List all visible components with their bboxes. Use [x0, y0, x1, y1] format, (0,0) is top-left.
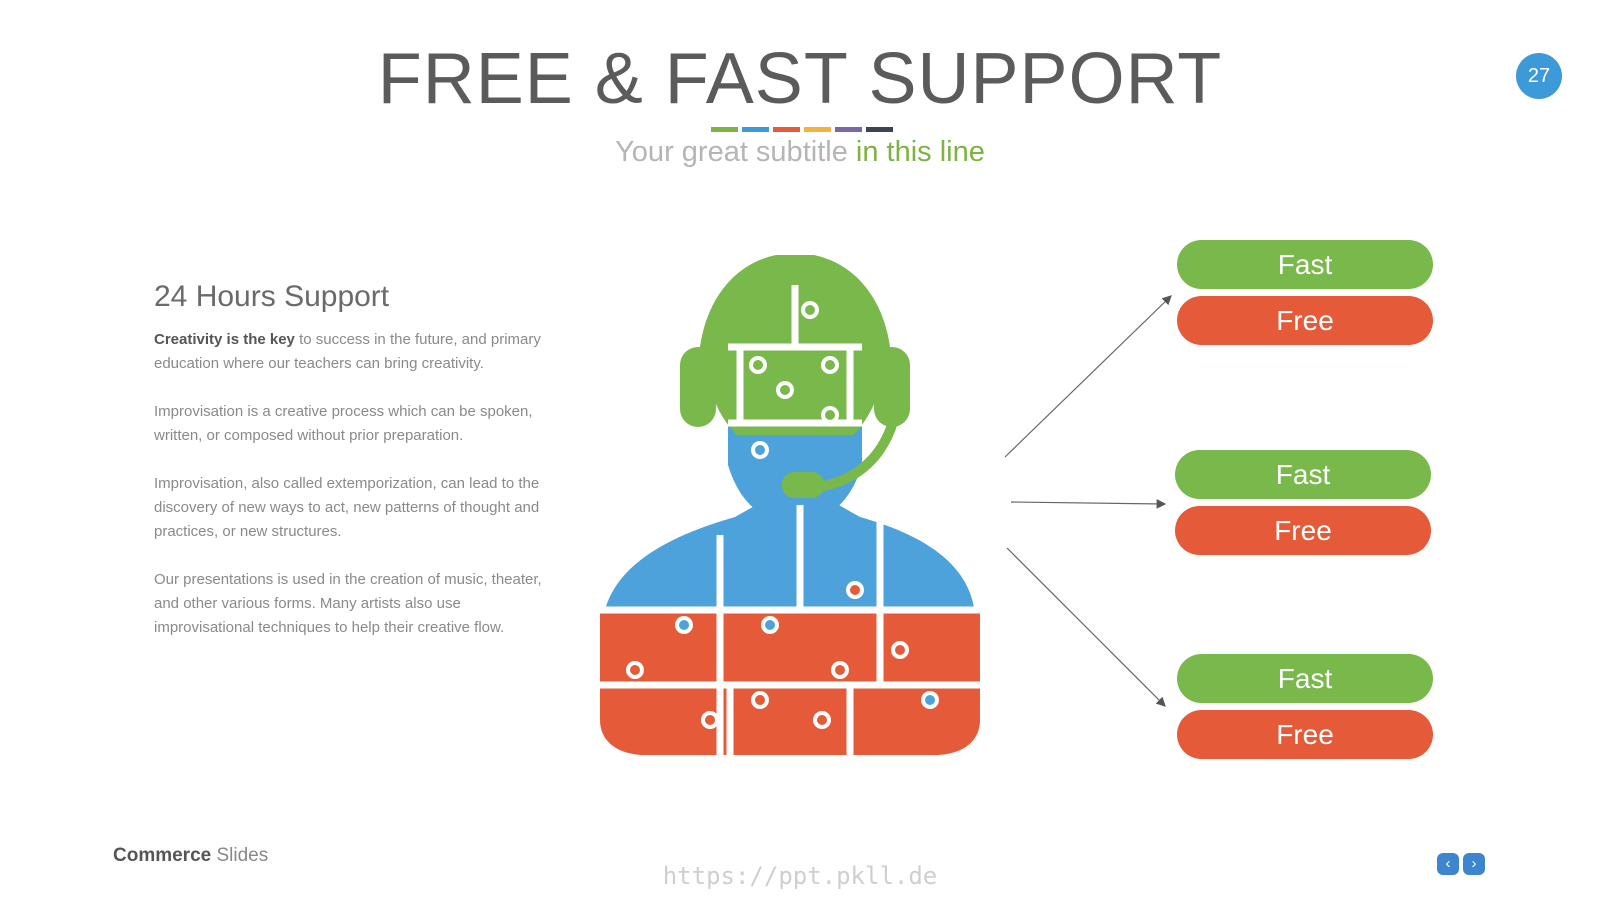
page-number-badge: 27	[1516, 53, 1562, 99]
connector-arrows	[1004, 295, 1172, 707]
arrow-up	[1004, 295, 1172, 458]
section-heading: 24 Hours Support	[154, 280, 390, 313]
colorbar-segment	[742, 127, 769, 132]
chevron-right-icon: ›	[1471, 855, 1477, 872]
watermark-url: https://ppt.pkll.de	[662, 862, 938, 890]
paragraph-3: Improvisation, also called extemporizati…	[154, 475, 540, 540]
colorbar-segment	[804, 127, 831, 132]
brand-bold: Commerce	[113, 845, 212, 866]
option-1-fast: Fast	[1177, 240, 1433, 289]
option-2-fast: Fast	[1175, 450, 1431, 499]
paragraph-1-bold: Creativity is the key	[154, 331, 295, 348]
brand-label: Commerce Slides	[113, 845, 268, 867]
arrow-down	[1006, 547, 1166, 707]
paragraph-1-rest: to success in the future, and primary ed…	[154, 331, 541, 372]
paragraph-1: Creativity is the key to success in the …	[154, 328, 554, 376]
colorbar-segment	[866, 127, 893, 132]
next-slide-button[interactable]: ›	[1463, 853, 1485, 875]
brand-rest: Slides	[211, 845, 269, 866]
colorbar-segment	[711, 127, 738, 132]
slide-subtitle: Your great subtitle in this line	[0, 136, 1600, 169]
colorbar-segment	[835, 127, 862, 132]
subtitle-highlight: in this line	[855, 136, 985, 168]
paragraph-4: Our presentations is used in the creatio…	[154, 571, 542, 636]
title-colorbar	[711, 127, 893, 132]
paragraph-2: Improvisation is a creative process whic…	[154, 403, 533, 444]
option-1-free: Free	[1177, 296, 1433, 345]
slide-title: FREE & FAST SUPPORT	[377, 39, 1223, 119]
colorbar-segment	[773, 127, 800, 132]
subtitle-plain: Your great subtitle	[615, 136, 856, 168]
support-text-block: 24 Hours Support Creativity is the key t…	[154, 280, 554, 664]
option-2-free: Free	[1175, 506, 1431, 555]
option-3-free: Free	[1177, 710, 1433, 759]
chevron-left-icon: ‹	[1445, 855, 1451, 872]
support-agent-puzzle-icon	[600, 255, 980, 755]
option-3-fast: Fast	[1177, 654, 1433, 703]
prev-slide-button[interactable]: ‹	[1437, 853, 1459, 875]
arrow-middle	[1010, 499, 1167, 509]
